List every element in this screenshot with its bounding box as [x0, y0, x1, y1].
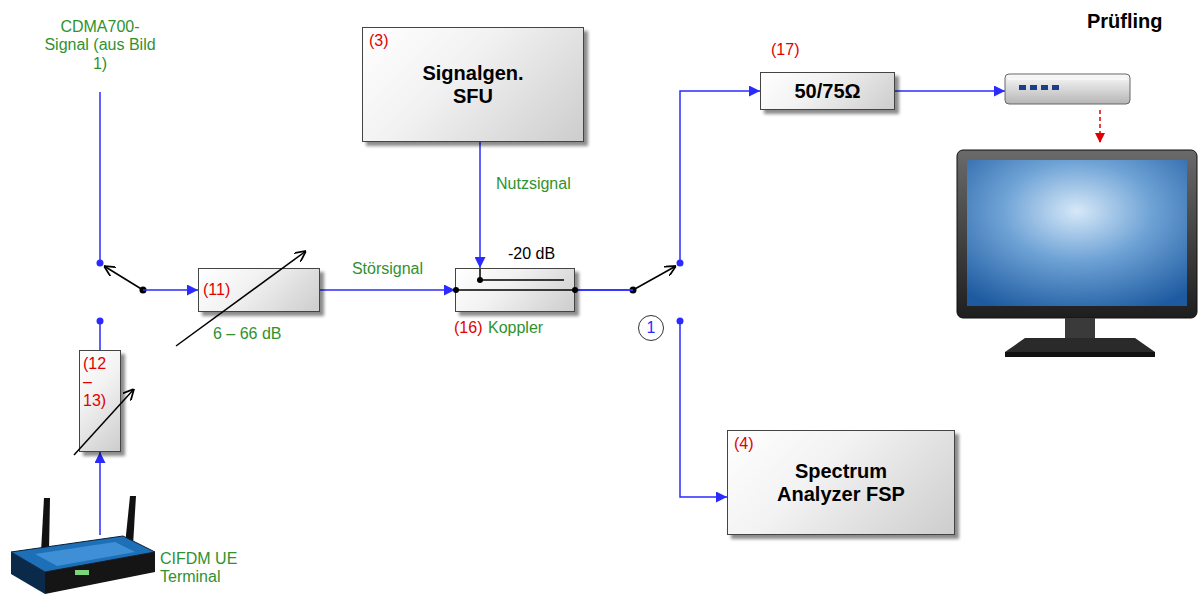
device-name: Signalgen. SFU: [413, 62, 533, 108]
attenuator-box: (11)6 – 66 dB: [198, 268, 320, 312]
signal-generator-box: Signalgen. SFU (3): [362, 27, 584, 142]
router-terminal: CIFDM UE Terminal: [5, 535, 265, 605]
coupling-value: -20 dB: [508, 245, 555, 263]
callout-number: (3): [369, 32, 389, 50]
node-decoration: [1005, 70, 1135, 110]
device-label: CIFDM UE Terminal: [160, 550, 255, 587]
impedance-adapter-box: 50/75Ω(17): [760, 72, 895, 110]
node-decoration: [5, 490, 160, 602]
reference-point-circle: 1: [638, 315, 664, 341]
signal-name: Störsignal: [350, 260, 425, 278]
signal-connector: [479, 142, 481, 268]
video-output-arrow: [1099, 110, 1101, 143]
signal-connector: [575, 290, 727, 497]
device-heading: Prüfling: [1087, 10, 1163, 33]
input-wire: [99, 92, 101, 263]
switch-lever: [633, 266, 676, 290]
callout-number: (11): [203, 281, 230, 299]
signal-connector: [99, 452, 101, 535]
signal-connector: [320, 289, 455, 291]
switch-contact: [97, 260, 104, 267]
callout-number: (4): [734, 435, 754, 453]
signal-connector: [895, 90, 1005, 92]
set-top-box-icon: [1005, 74, 1130, 104]
signal-connector: [575, 91, 760, 290]
coupler-box: -20 dB(16)Koppler: [455, 268, 575, 312]
range-label: 6 – 66 dB: [213, 325, 282, 343]
device-under-test: Prüfling: [1005, 8, 1180, 108]
signal-source-label: CDMA700- Signal (aus Bild 1): [40, 18, 160, 73]
tv-illustration: [957, 150, 1197, 357]
attenuator-box: (12 – 13): [79, 350, 121, 452]
callout-number: (12 – 13): [83, 355, 113, 410]
callout-number: (17): [771, 41, 799, 59]
router-icon: [11, 496, 155, 594]
device-name: 50/75Ω: [794, 80, 860, 103]
signal-name: Nutzsignal: [494, 175, 573, 193]
node-decoration: [456, 269, 576, 313]
spectrum-analyzer-box: Spectrum Analyzer FSP (4): [727, 430, 955, 535]
switch-lever: [104, 266, 143, 290]
device-name: Spectrum Analyzer FSP: [761, 460, 921, 506]
part-name: Koppler: [488, 319, 543, 337]
callout-number: (16): [454, 319, 482, 337]
reference-number: 1: [647, 319, 656, 337]
coupler-symbol: [453, 269, 578, 293]
variable-arrow: [176, 251, 306, 346]
